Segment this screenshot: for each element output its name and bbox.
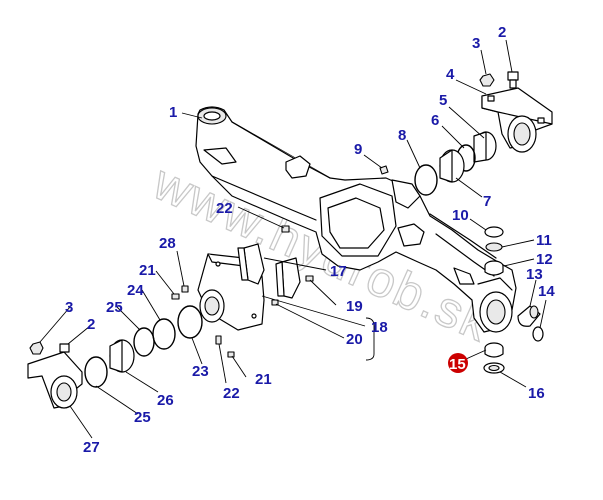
callout-21-upper: 21 [139, 262, 156, 279]
callout-27: 27 [83, 439, 100, 456]
callout-26: 26 [157, 392, 174, 409]
leader-lines [39, 39, 547, 439]
callout-5: 5 [439, 92, 447, 109]
callout-9: 9 [354, 141, 362, 158]
callout-12: 12 [536, 251, 553, 268]
bearing-15 [484, 342, 504, 358]
pin-13 [517, 305, 541, 327]
nut-right [479, 73, 495, 87]
bolt-21-lower [227, 351, 235, 358]
callout-25-upper: 25 [106, 299, 123, 316]
callout-19: 19 [346, 298, 363, 315]
callout-20: 20 [346, 331, 363, 348]
callouts: 1 2 3 4 5 6 7 8 9 10 11 12 13 14 15 16 1… [65, 24, 555, 456]
seal-25-upper [133, 327, 155, 357]
bolt-left [59, 343, 70, 353]
callout-2-right: 2 [498, 24, 506, 41]
callout-8: 8 [398, 127, 406, 144]
washer-10 [484, 226, 504, 238]
group-bracket [365, 317, 375, 361]
seal-24 [152, 318, 176, 350]
mounting-bracket-left [27, 351, 83, 409]
bolt-19 [305, 275, 314, 282]
callout-23: 23 [192, 363, 209, 380]
bolt-22-upper [281, 225, 290, 233]
nut-left [29, 341, 44, 355]
mounting-bracket-right [481, 87, 553, 153]
callout-11: 11 [536, 232, 552, 249]
callout-21-lower: 21 [255, 371, 272, 388]
callout-25-lower: 25 [134, 409, 151, 426]
bearing-12 [484, 260, 504, 276]
callout-2-left: 2 [87, 316, 95, 333]
axle-housing [195, 106, 517, 333]
highlight-marker [448, 353, 468, 373]
callout-3-right: 3 [472, 35, 480, 52]
washer-16 [483, 362, 505, 374]
bolt-28 [181, 285, 189, 293]
cap-17 [237, 243, 265, 285]
callout-22-upper: 22 [216, 200, 233, 217]
bolt-21-upper [171, 293, 180, 300]
callout-22-lower: 22 [223, 385, 240, 402]
seal-25-lower [84, 356, 108, 388]
cap-19 [275, 257, 301, 299]
bushing-5 [473, 131, 497, 163]
seal-8 [414, 164, 438, 196]
bolt-22-lower [215, 335, 222, 345]
callout-14: 14 [538, 283, 555, 300]
bolt-right [507, 71, 519, 89]
seal-14 [532, 326, 544, 342]
callout-16: 16 [528, 385, 545, 402]
callout-17: 17 [330, 263, 347, 280]
callout-28: 28 [159, 235, 176, 252]
callout-4: 4 [446, 66, 455, 83]
callout-24: 24 [127, 282, 144, 299]
washer-11 [485, 242, 503, 252]
seal-23 [177, 305, 203, 339]
callout-13: 13 [526, 266, 543, 283]
callout-6: 6 [431, 112, 439, 129]
callout-1: 1 [169, 104, 177, 121]
callout-15-highlight: 15 [448, 353, 468, 373]
callout-3-left: 3 [65, 299, 73, 316]
callout-15: 15 [449, 356, 466, 373]
bushing-7 [439, 149, 465, 183]
callout-10: 10 [452, 207, 469, 224]
callout-18: 18 [371, 319, 388, 336]
bushing-26 [109, 339, 135, 373]
callout-7: 7 [483, 193, 491, 210]
